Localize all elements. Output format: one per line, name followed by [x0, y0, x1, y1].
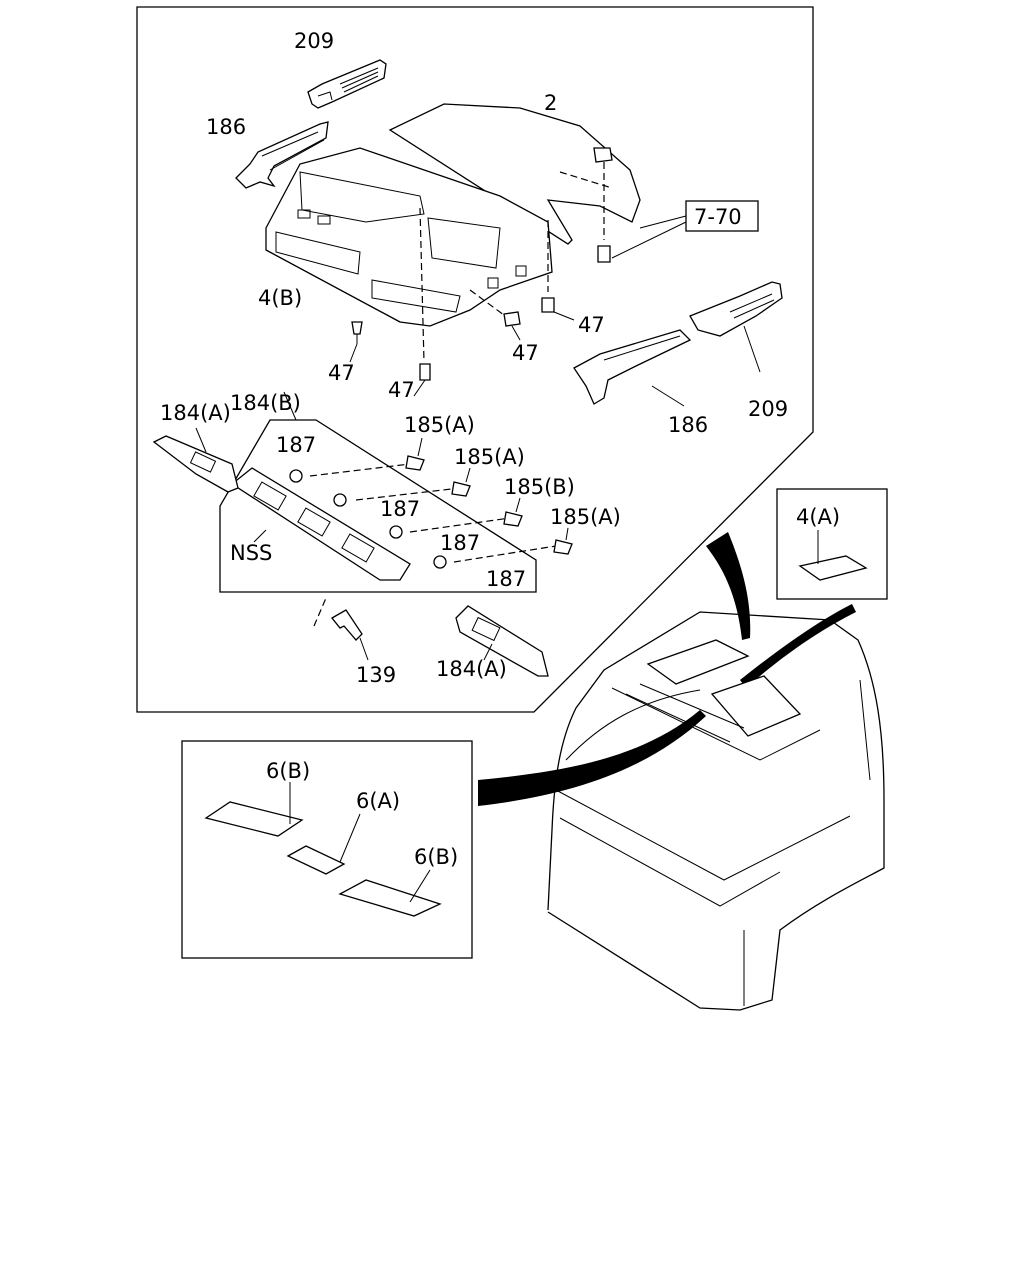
truck-cab — [547, 611, 885, 1011]
label-187-1: 187 — [276, 433, 316, 457]
label-47-bottom: 47 — [388, 378, 415, 402]
label-47-right: 47 — [578, 313, 605, 337]
part-139-bracket — [313, 597, 369, 661]
part-184b-group — [219, 391, 573, 593]
label-185b: 185(B) — [504, 475, 575, 499]
main-frame — [136, 6, 814, 713]
label-7-70: 7-70 — [694, 205, 742, 229]
label-209-right: 209 — [748, 397, 788, 421]
part-184a-left — [152, 427, 239, 493]
label-6a: 6(A) — [356, 789, 400, 813]
part-209-right — [689, 281, 783, 373]
part-186-top — [235, 121, 329, 189]
label-139: 139 — [356, 663, 396, 687]
part-209-top — [307, 59, 387, 109]
part-184a-right — [455, 605, 549, 677]
label-185a-2: 185(A) — [454, 445, 525, 469]
callout-arrow-4a — [706, 532, 751, 640]
inset-6-box — [181, 740, 473, 959]
part-186-right — [573, 329, 692, 407]
label-6b-2: 6(B) — [414, 845, 458, 869]
callout-arrow-4a-b — [740, 604, 856, 688]
label-185a-3: 185(A) — [550, 505, 621, 529]
label-209-top: 209 — [294, 29, 334, 53]
ref-7-70-box — [611, 200, 759, 259]
callout-arrow-6 — [478, 710, 706, 806]
screw-47-set — [349, 297, 575, 397]
label-184b: 184(B) — [230, 391, 301, 415]
label-6b-1: 6(B) — [266, 759, 310, 783]
label-2: 2 — [544, 91, 557, 115]
label-186-top: 186 — [206, 115, 246, 139]
label-185a-1: 185(A) — [404, 413, 475, 437]
label-nss: NSS — [230, 541, 272, 565]
label-4a: 4(A) — [796, 505, 840, 529]
clip-top-right — [593, 147, 613, 263]
inset-4a-box — [776, 488, 888, 600]
label-187-4: 187 — [486, 567, 526, 591]
label-186-right: 186 — [668, 413, 708, 437]
label-47-left: 47 — [328, 361, 355, 385]
label-4b: 4(B) — [258, 286, 302, 310]
label-187-3: 187 — [440, 531, 480, 555]
label-187-2: 187 — [380, 497, 420, 521]
label-47-mid: 47 — [512, 341, 539, 365]
part-4b-console — [265, 147, 553, 363]
label-184a-right: 184(A) — [436, 657, 507, 681]
label-184a-left: 184(A) — [160, 401, 231, 425]
